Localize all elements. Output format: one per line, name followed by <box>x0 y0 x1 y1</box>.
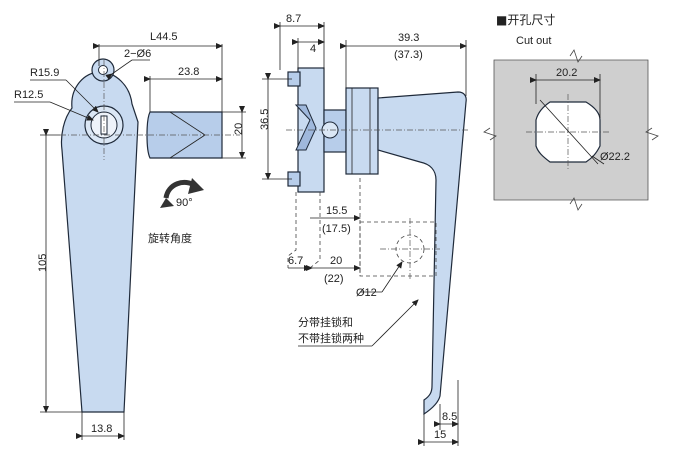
dim-dia-12: Ø12 <box>356 287 377 299</box>
dim-R15-9: R15.9 <box>30 67 59 79</box>
dim-15-5: 15.5 <box>326 205 347 217</box>
cutout-title: ■开孔尺寸 <box>496 13 555 27</box>
dim-6-7: 6.7 <box>288 255 303 267</box>
cutout-subtitle: Cut out <box>516 35 551 47</box>
dim-8-5: 8.5 <box>442 411 457 423</box>
dim-105: 105 <box>37 254 49 272</box>
dim-4: 4 <box>310 43 316 55</box>
dim-15: 15 <box>434 429 446 441</box>
dim-39-3: 39.3 <box>398 32 419 44</box>
lock-barrel <box>345 87 379 175</box>
side-view: 8.7 4 39.3 (37.3) 36.5 15.5 (17.5) 6.7 2… <box>259 13 470 446</box>
dim-dia-22-2: Ø22.2 <box>600 151 630 163</box>
dim-20-2: 20.2 <box>556 67 577 79</box>
rotation-angle: 90° <box>176 197 193 209</box>
note-line-1: 分带挂锁和 <box>298 315 353 329</box>
dim-22: (22) <box>324 273 344 285</box>
dim-13-8: 13.8 <box>91 423 112 435</box>
dim-holes: 2−Ø6 <box>124 48 151 60</box>
note-line-2: 不带挂锁两种 <box>298 331 364 345</box>
handle-side-body <box>377 91 467 416</box>
cutout-view: ■开孔尺寸 Cut out 20.2 Ø22.2 <box>483 13 659 211</box>
handle-front-body <box>60 71 139 413</box>
dim-17-5: (17.5) <box>322 223 351 235</box>
dim-20: 20 <box>233 123 245 135</box>
dim-L44-5: L44.5 <box>150 31 178 43</box>
front-view: L44.5 2−Ø6 23.8 R15.9 R12.5 20 105 13.8 <box>14 31 246 440</box>
dim-37-3: (37.3) <box>394 49 423 61</box>
dim-8-7: 8.7 <box>286 13 301 25</box>
rotation-label: 旋转角度 <box>148 231 192 245</box>
dim-23-8: 23.8 <box>178 66 199 78</box>
dim-R12-5: R12.5 <box>14 89 43 101</box>
dim-36-5: 36.5 <box>259 109 271 130</box>
dim-20-side: 20 <box>330 255 342 267</box>
